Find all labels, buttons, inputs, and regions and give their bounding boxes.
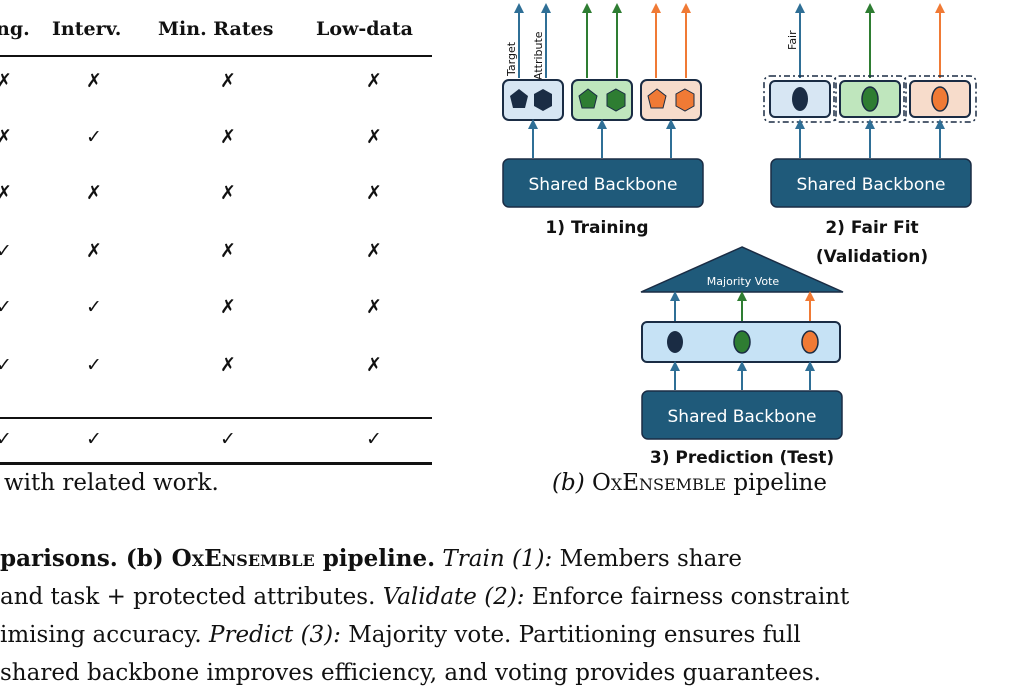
text-line: parisons. (b) OxEnsemble pipeline. Train… — [0, 540, 742, 578]
backbone-label: Shared Backbone — [668, 407, 817, 427]
cell: ✗ — [86, 240, 102, 262]
cell: ✗ — [220, 296, 236, 318]
ellipse-icon — [801, 330, 819, 354]
bold-smallcaps-run: OxEnsemble — [171, 545, 315, 572]
majority-vote-label: Majority Vote — [707, 275, 780, 288]
bold-run: parisons. (b) — [0, 545, 172, 572]
stage-label-prediction: 3) Prediction (Test) — [650, 448, 834, 468]
stage-prediction: Majority Vote Shared Backbone 3) Predict… — [640, 246, 844, 468]
header-min-rates: Min. Rates — [158, 18, 274, 40]
stage-fair-fit: Fair Shared Backbone 2) Fair Fit (Valida… — [763, 3, 977, 267]
table-top-rule — [0, 55, 432, 57]
italic-run: Predict (3): — [208, 622, 341, 648]
cell: ✗ — [220, 182, 236, 204]
cell: ✗ — [0, 126, 12, 148]
cell: ✗ — [220, 70, 236, 92]
cell: ✗ — [220, 126, 236, 148]
table-caption: with related work. — [4, 470, 219, 496]
backbone-label: Shared Backbone — [529, 175, 678, 195]
cell: ✓ — [86, 296, 102, 318]
head-label-fair: Fair — [786, 30, 799, 50]
table-bottom-rule — [0, 462, 432, 465]
stage-label-training: 1) Training — [545, 218, 648, 238]
cell: ✗ — [0, 182, 12, 204]
cell: ✗ — [366, 182, 382, 204]
ellipse-icon — [667, 331, 683, 353]
cell: ✗ — [86, 182, 102, 204]
pentagon-icon — [647, 88, 667, 109]
header-interventions: Interv. — [52, 18, 122, 40]
text-line: shared backbone improves efficiency, and… — [0, 660, 821, 686]
text-line: and task + protected attributes. Validat… — [0, 578, 849, 616]
cell: ✗ — [366, 296, 382, 318]
ellipse-icon — [733, 330, 751, 354]
cell: ✗ — [86, 70, 102, 92]
hexagon-icon — [675, 88, 695, 112]
ellipse-icon — [861, 86, 879, 112]
head-label-target: Target — [505, 41, 518, 77]
caption-suffix: pipeline — [726, 470, 827, 496]
backbone-label: Shared Backbone — [797, 175, 946, 195]
pentagon-icon — [578, 88, 598, 109]
caption-prefix: (b) — [552, 470, 592, 496]
shared-backbone-block — [770, 158, 972, 208]
cell: ✗ — [220, 354, 236, 376]
text-run: Members share — [552, 546, 742, 572]
stage-label-fair-fit: 2) Fair Fit — [825, 218, 918, 238]
cell: ✓ — [220, 428, 236, 450]
cell: ✓ — [0, 428, 12, 450]
text-run: and task + protected attributes. — [0, 584, 383, 610]
shared-backbone-block — [502, 158, 704, 208]
italic-run: Validate (2): — [382, 584, 525, 610]
text-run: Majority vote. Partitioning ensures full — [340, 622, 801, 648]
hexagon-icon — [534, 89, 552, 111]
cell: ✓ — [86, 354, 102, 376]
cell: ✗ — [366, 240, 382, 262]
cell: ✗ — [366, 126, 382, 148]
text-line: imising accuracy. Predict (3): Majority … — [0, 616, 801, 654]
ellipse-icon — [931, 86, 949, 112]
header-low-data: Low-data — [316, 18, 413, 40]
cell: ✓ — [86, 428, 102, 450]
header-partial-col: ng. — [0, 18, 30, 40]
cell: ✓ — [0, 296, 12, 318]
ellipse-icon — [792, 87, 808, 111]
italic-run: Train (1): — [435, 546, 553, 572]
stage-label-validation: (Validation) — [816, 247, 928, 267]
cell: ✗ — [220, 240, 236, 262]
cell: ✓ — [366, 428, 382, 450]
cell: ✓ — [0, 240, 12, 262]
stage-training: Target Attribute Shared Backbone 1) Trai… — [502, 3, 704, 238]
oxensemble-pipeline-figure: Target Attribute Shared Backbone 1) Trai… — [490, 0, 1010, 509]
cell: ✗ — [366, 354, 382, 376]
cell: ✓ — [86, 126, 102, 148]
comparison-table: ng. Interv. Min. Rates Low-data ✗ ✗ ✗ ✗ … — [0, 0, 440, 500]
figure-caption: (b) OxEnsemble pipeline — [552, 470, 827, 496]
table-mid-rule — [0, 417, 432, 419]
shared-backbone-block — [641, 390, 843, 440]
pentagon-icon — [510, 89, 528, 108]
pipeline-diagram: Target Attribute Shared Backbone 1) Trai… — [502, 3, 977, 468]
cell: ✗ — [366, 70, 382, 92]
cell: ✗ — [0, 70, 12, 92]
bold-run: pipeline. — [314, 545, 436, 572]
text-run: Enforce fairness constraint — [524, 584, 850, 610]
text-run: imising accuracy. — [0, 622, 209, 648]
caption-method-name: OxEnsemble — [591, 470, 727, 496]
head-label-attribute: Attribute — [532, 31, 545, 80]
cell: ✓ — [0, 354, 12, 376]
hexagon-icon — [606, 88, 626, 112]
